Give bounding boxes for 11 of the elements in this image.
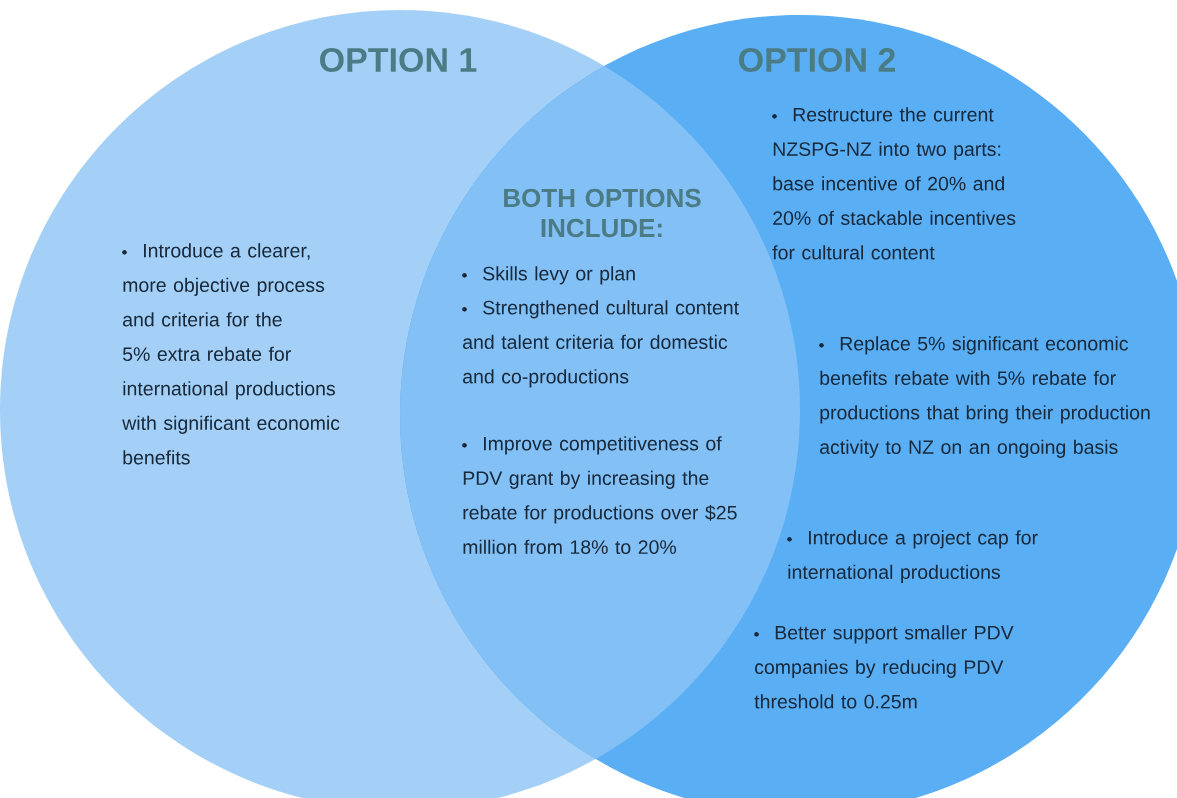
bullet-item: Better support smaller PDV companies by reducing PDV threshold to 0.25m [754,625,1014,709]
bullet-item: Improve competitiveness of PDV grant by increasing the rebate for productions over $25 million from 18% to 20% [462,436,737,554]
bullet-item: Replace 5% significant economic benefits rebate with 5% rebate for productions that bring their production activity to NZ on an ongoing basis [819,336,1150,458]
heading: BOTH OPTIONS INCLUDE: [504,188,701,238]
bullet-item: Introduce a clearer, more objective process and criteria for the 5% extra rebate for international productions with significant economic benefits [122,243,340,465]
bullet-item: Restructure the current NZSPG-NZ into two parts: base incentive of 20% and 20% of stackable incentives for cultural content [772,107,1016,260]
bullet-item: Skills levy or plan [462,266,635,285]
bullet-item: Strengthened cultural content and talent criteria for domestic and co-productions [462,300,739,388]
bullet-item: Introduce a project cap for international productions [787,530,1038,583]
heading: OPTION 1 [320,47,477,73]
heading: OPTION 2 [739,47,895,73]
